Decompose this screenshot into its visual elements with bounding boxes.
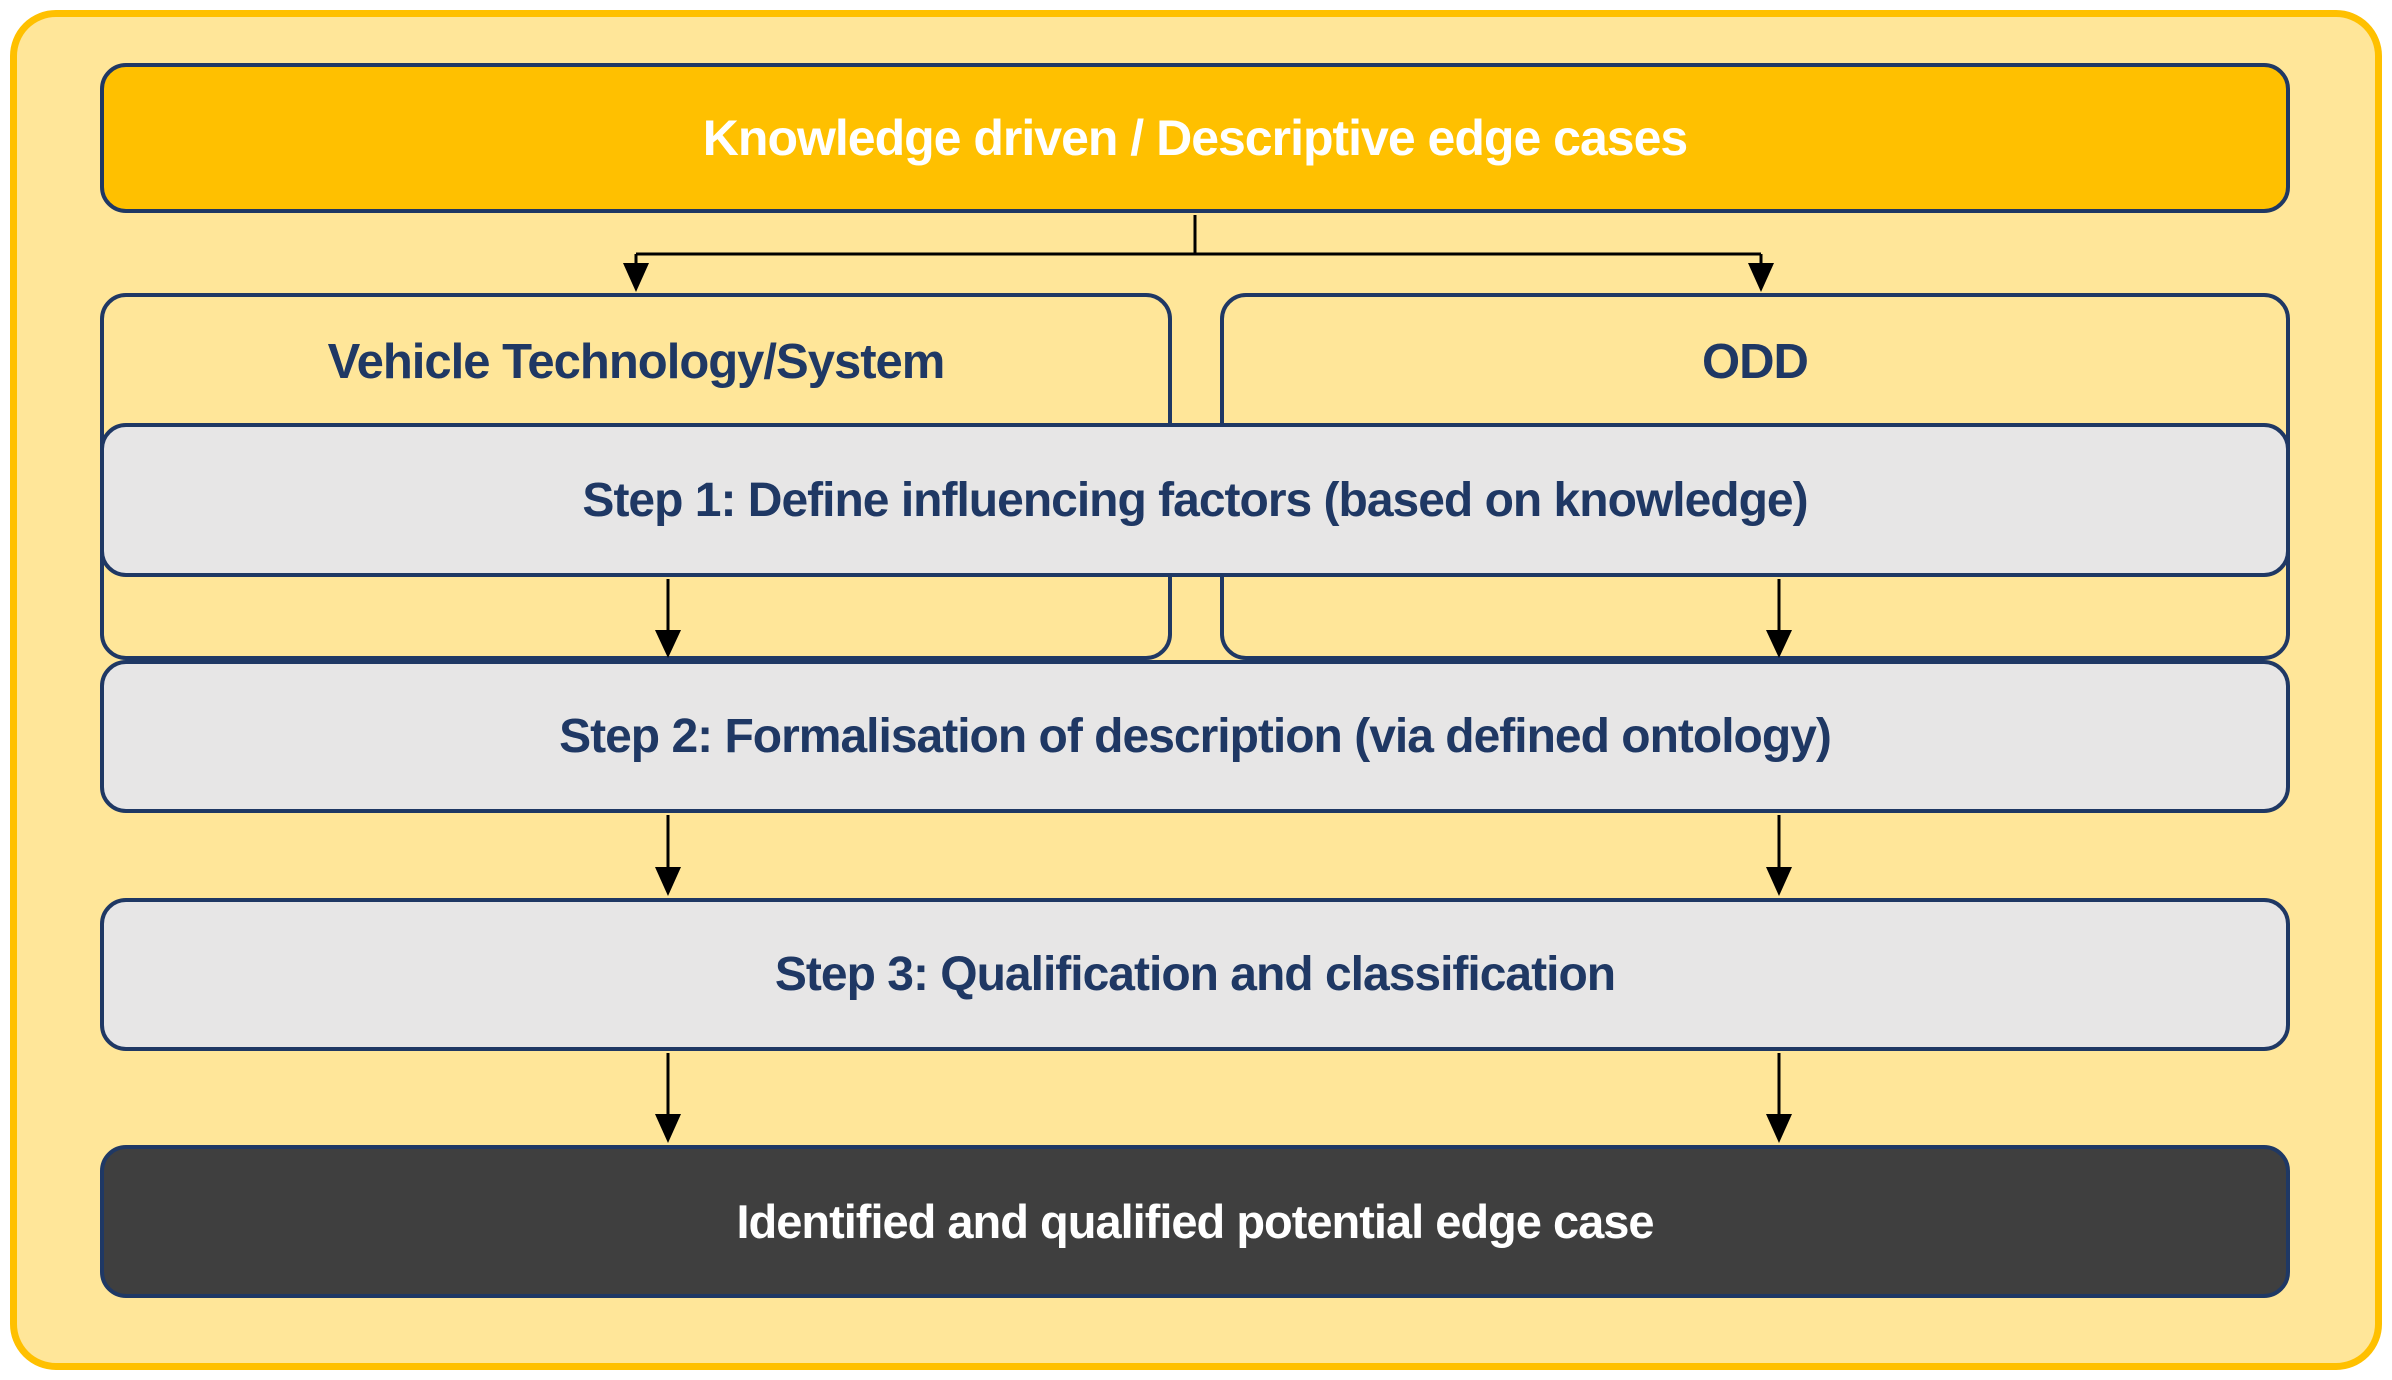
result-label: Identified and qualified potential edge … [736, 1195, 1654, 1248]
step3-label: Step 3: Qualification and classification [774, 948, 1616, 1001]
branch-vehicle-label: Vehicle Technology/System [327, 335, 946, 389]
branch-odd-label: ODD [1702, 335, 1809, 389]
step1-label: Step 1: Define influencing factors (base… [582, 473, 1808, 527]
header-box: Knowledge driven / Descriptive edge case… [100, 63, 2290, 213]
step1-box: Step 1: Define influencing factors (base… [100, 423, 2290, 577]
step2-label: Step 2: Formalisation of description (vi… [559, 710, 1832, 763]
header-label: Knowledge driven / Descriptive edge case… [702, 110, 1688, 166]
step2-box: Step 2: Formalisation of description (vi… [100, 660, 2290, 813]
result-box: Identified and qualified potential edge … [100, 1145, 2290, 1298]
step3-box: Step 3: Qualification and classification [100, 898, 2290, 1051]
